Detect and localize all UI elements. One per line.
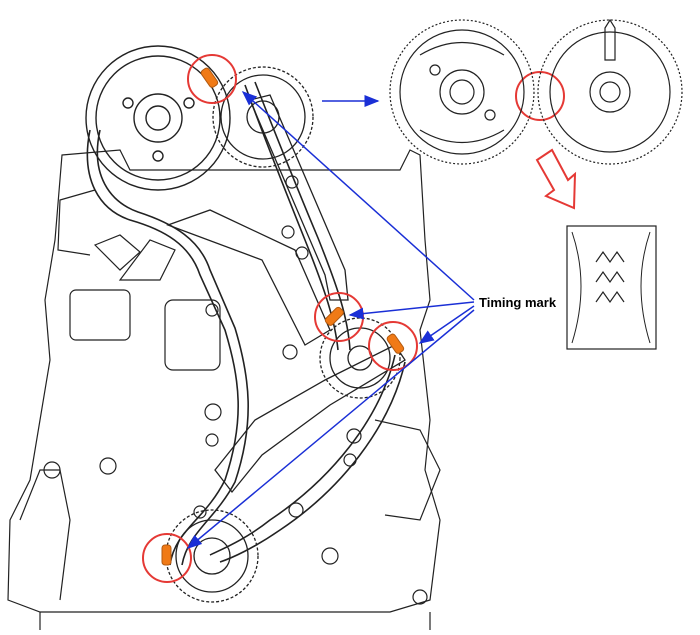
chain-guides <box>166 94 406 494</box>
detail-inset <box>566 225 657 350</box>
timing-chain <box>86 81 406 566</box>
detail-gears <box>389 18 683 165</box>
crankshaft-sprocket <box>165 509 259 603</box>
arrow-down-right-icon <box>535 148 577 210</box>
crank-sprocket-top <box>85 45 231 191</box>
timing-mark-label: Timing mark <box>479 295 557 310</box>
idler-gear-top <box>212 66 314 168</box>
timing-marks <box>161 67 405 566</box>
pointer-arrows <box>186 90 475 549</box>
engine-block <box>7 149 441 630</box>
